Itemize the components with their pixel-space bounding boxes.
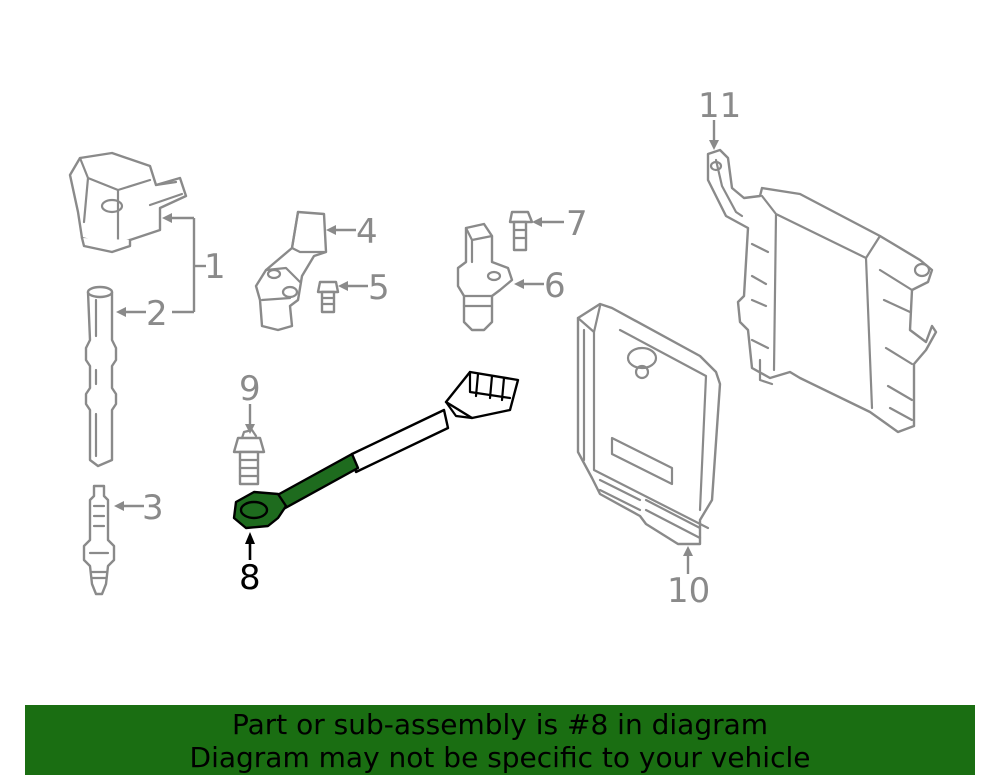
knock-sensor-part-8[interactable]: [232, 370, 520, 530]
notice-banner: Part or sub-assembly is #8 in diagram Di…: [25, 705, 975, 775]
callout-3: 3: [142, 488, 164, 528]
callout-1: 1: [204, 247, 226, 287]
spark-plug-part-3[interactable]: [82, 484, 116, 596]
sensor-part-4[interactable]: [254, 210, 328, 332]
banner-line-2: Diagram may not be specific to your vehi…: [189, 741, 811, 774]
callout-7: 7: [566, 204, 588, 244]
callout-9: 9: [239, 369, 261, 409]
callout-8: 8: [239, 558, 261, 598]
callout-5: 5: [368, 268, 390, 308]
callout-11: 11: [698, 86, 741, 126]
callout-10: 10: [667, 571, 710, 611]
callout-6: 6: [544, 266, 566, 306]
callout-2: 2: [146, 294, 168, 334]
bolt-part-7[interactable]: [508, 210, 534, 252]
ignition-coil-part-1[interactable]: [68, 151, 188, 254]
control-module-part-10[interactable]: [576, 302, 722, 546]
leader-lines: [114, 120, 719, 574]
parts-diagram: 1 2 3 4 5 6 7 8 9 10 11: [68, 86, 938, 611]
banner-line-1: Part or sub-assembly is #8 in diagram: [231, 708, 769, 741]
coil-boot-part-2[interactable]: [84, 285, 118, 468]
bolt-part-5[interactable]: [316, 280, 340, 314]
sensor-part-6[interactable]: [456, 222, 514, 332]
module-bracket-part-11[interactable]: [706, 148, 938, 434]
callout-4: 4: [356, 212, 378, 252]
bolt-part-9[interactable]: [232, 428, 266, 486]
